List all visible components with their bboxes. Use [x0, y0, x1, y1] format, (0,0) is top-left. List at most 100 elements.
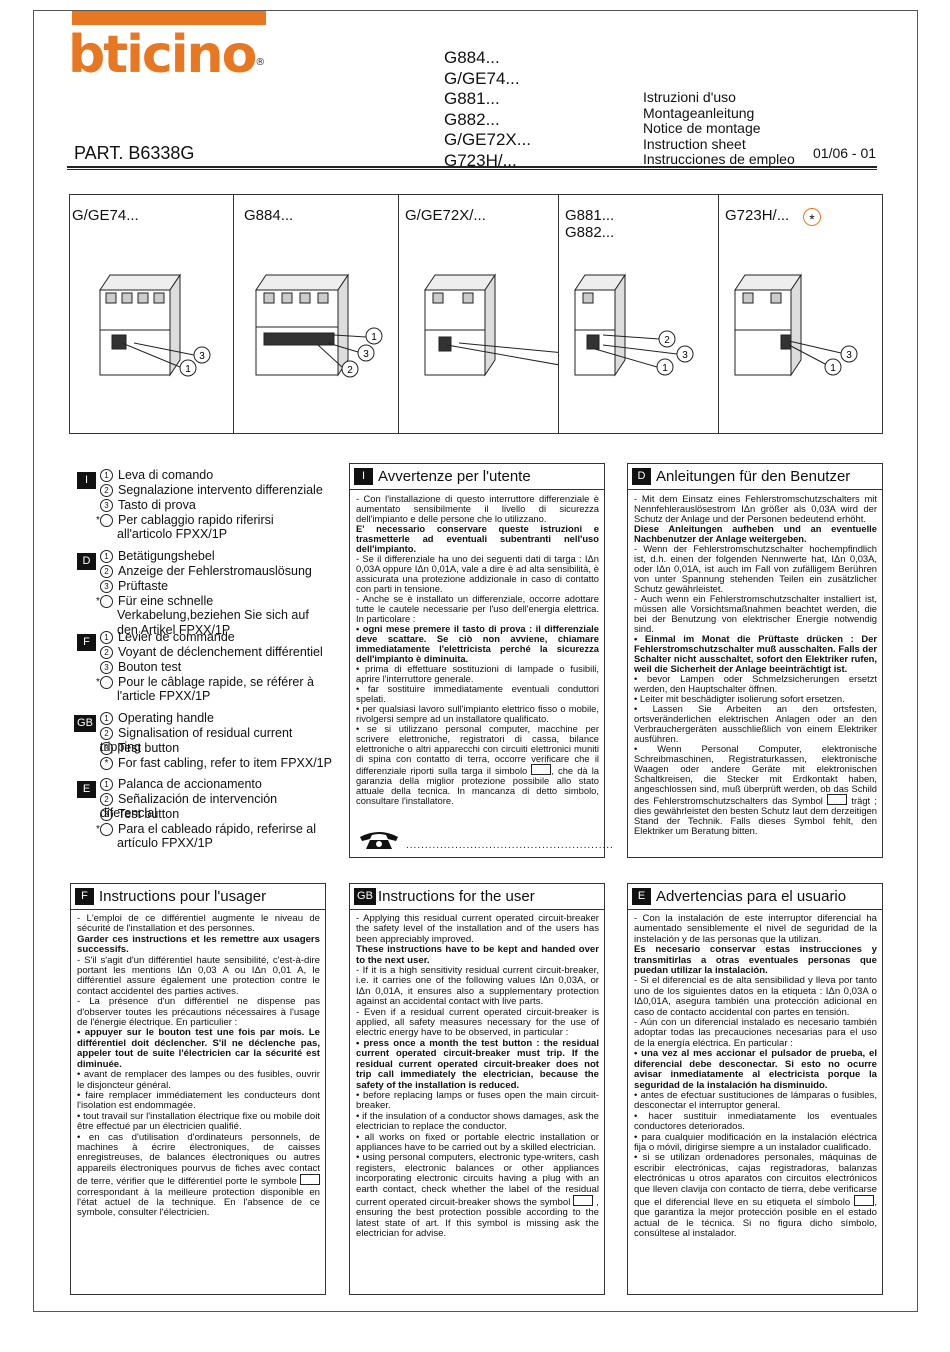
brand-bar [72, 11, 266, 25]
section-body: - Con l'installazione di questo interrut… [356, 493, 600, 806]
section-title: Avvertenze per l'utente [378, 468, 531, 485]
legend-item: *Para el cableado rápido, referirse al a… [96, 822, 317, 851]
svg-text:3: 3 [846, 350, 852, 361]
product-label: G/GE72X/... [405, 207, 486, 224]
section-de: D Anleitungen für den Benutzer - Mit dem… [627, 463, 883, 858]
section-header: E Advertencias para el usuario [628, 884, 882, 910]
legend-item: *Für eine schnelle Verkabelung,beziehen … [96, 594, 309, 637]
divider [67, 169, 877, 170]
breaker-illustration: 1 3 [734, 273, 858, 377]
doc-type: Notice de montage [643, 120, 761, 136]
page-border [33, 10, 918, 1312]
divider [67, 166, 877, 168]
section-title: Instructions pour l'usager [99, 888, 267, 905]
section-body: - Mit dem Einsatz eines Fehlerstromschut… [634, 493, 878, 836]
breaker-illustration: 2 3 1 [574, 273, 694, 377]
lang-badge: F [75, 888, 94, 905]
svg-text:3: 3 [199, 351, 205, 362]
product-label: G884... [244, 207, 294, 224]
lang-badge: F [77, 634, 96, 651]
doc-type: Instrucciones de empleo [643, 151, 795, 167]
section-title: Advertencias para el usuario [656, 888, 847, 905]
residual-current-symbol-icon [531, 764, 552, 775]
svg-text:2: 2 [347, 365, 353, 376]
telephone-icon [360, 832, 398, 849]
legend-item: *Per cablaggio rapido riferirsi all'arti… [96, 513, 274, 542]
doc-date: 01/06 - 01 [813, 145, 877, 161]
section-title: Instructions for the user [378, 888, 535, 905]
section-es: E Advertencias para el usuario - Con la … [627, 883, 883, 1295]
section-header: D Anleitungen für den Benutzer [628, 464, 882, 490]
product-g-ge72x: G/GE72X/... 1 3 [403, 195, 558, 433]
brand-logo: bticino® [68, 25, 266, 85]
section-it: I Avvertenze per l'utente - Con l'instal… [349, 463, 613, 858]
breaker-illustration: 1 3 2 [255, 273, 383, 378]
section-fr: F Instructions pour l'usager - L'emploi … [70, 883, 326, 1295]
doc-types: Istruzioni d'uso Montageanleitung Notice… [643, 89, 795, 168]
residual-current-symbol-icon [300, 1174, 320, 1186]
breaker-illustration: 1 3 [99, 273, 211, 377]
product-code: G/GE72X... [444, 130, 531, 149]
lang-badge: E [632, 888, 651, 905]
product-code: G881... [444, 89, 500, 108]
legend-item: *Pour le câblage rapide, se référer à l'… [96, 675, 314, 704]
lang-badge: I [77, 472, 96, 489]
section-title: Anleitungen für den Benutzer [656, 468, 851, 485]
doc-type: Istruzioni d'uso [643, 89, 736, 105]
lang-badge: D [632, 468, 651, 485]
product-label: G881... G882... [565, 207, 615, 241]
svg-text:3: 3 [682, 350, 688, 361]
product-code: G884... [444, 48, 500, 67]
product-g881-g882: G881... G882... 2 3 1 [563, 195, 718, 433]
lang-badge: GB [354, 888, 376, 905]
fill-in-line: ........................................… [406, 840, 614, 851]
star-marker: * [803, 208, 821, 227]
svg-text:3: 3 [363, 349, 369, 360]
doc-type: Instruction sheet [643, 135, 746, 152]
product-codes: G884... G/GE74... G881... G882... G/GE72… [444, 48, 531, 171]
product-code: G723H/... [444, 150, 517, 170]
residual-current-symbol-icon [827, 794, 848, 805]
svg-text:1: 1 [830, 363, 836, 374]
section-header: I Avvertenze per l'utente [350, 464, 604, 490]
svg-text:1: 1 [185, 364, 191, 375]
residual-current-symbol-icon [573, 1194, 594, 1206]
product-g723h: G723H/... * 1 3 [723, 195, 881, 433]
section-header: F Instructions pour l'usager [71, 884, 325, 910]
product-code: G882... [444, 109, 500, 129]
product-label: G723H/... [725, 207, 790, 224]
section-body: - L'emploi de ce différentiel augmente l… [77, 913, 320, 1219]
section-body: - Applying this residual current operate… [356, 913, 599, 1240]
residual-current-symbol-icon [854, 1194, 875, 1206]
lang-badge: GB [74, 715, 96, 732]
part-number: PART. B6338G [74, 143, 195, 163]
product-g884: G884... 1 3 2 [238, 195, 398, 433]
section-en: GB Instructions for the user - Applying … [349, 883, 605, 1295]
separator [718, 195, 719, 433]
separator [558, 195, 559, 433]
product-illustrations: G/GE74... 1 3 G884... [69, 194, 883, 434]
svg-text:2: 2 [664, 335, 670, 346]
product-label: G/GE74... [72, 207, 139, 224]
product-code: G/GE74... [444, 68, 520, 88]
svg-text:1: 1 [371, 332, 377, 343]
lang-badge: I [354, 468, 373, 485]
section-header: GB Instructions for the user [350, 884, 604, 910]
lang-badge: D [77, 553, 96, 570]
lang-badge: E [77, 781, 96, 798]
separator [233, 195, 234, 433]
svg-text:1: 1 [662, 363, 668, 374]
